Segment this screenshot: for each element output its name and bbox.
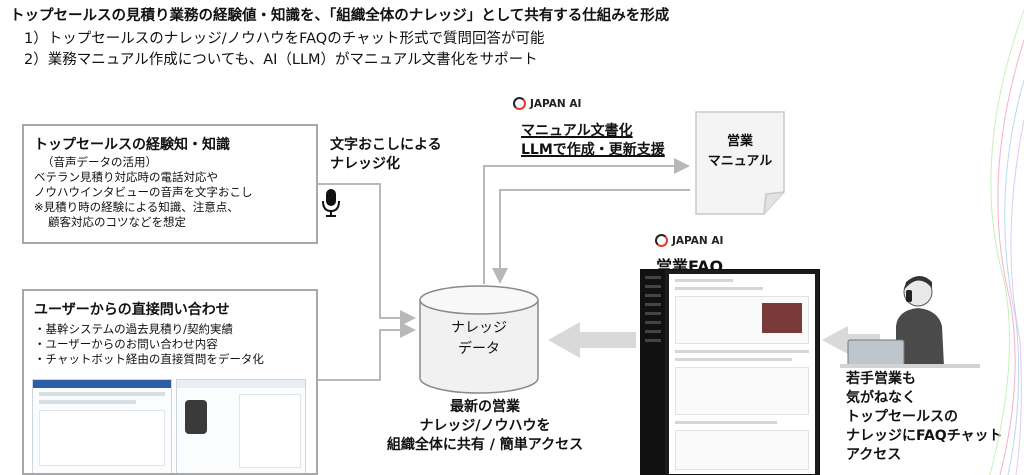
japan-ai-mark-icon <box>513 97 526 110</box>
block-arrow-faq-to-data <box>548 322 636 358</box>
source-box-voice: トップセールスの経験知・知識 （音声データの活用） ベテラン見積り対応時の電話対… <box>22 124 318 244</box>
knowledge-database-icon <box>419 285 539 394</box>
box2-title: ユーザーからの直接問い合わせ <box>34 302 230 318</box>
person-caption-line: アクセス <box>846 447 902 463</box>
transcription-label: 文字おこしによる ナレッジ化 <box>330 136 442 174</box>
decorative-lines <box>989 9 1024 475</box>
box2-line: ・ユーザーからのお問い合わせ内容 <box>34 337 218 351</box>
arrow-box2-to-data <box>318 322 416 381</box>
box1-line: ノウハウインタビューの音声を文字おこし <box>34 185 253 199</box>
point-2: 2）業務マニュアル作成についても、AI（LLM）がマニュアル文書化をサポート <box>24 52 538 68</box>
japan-ai-logo-text: JAPAN AI <box>672 234 724 247</box>
caption-line: 組織全体に共有 / 簡単アクセス <box>386 437 584 453</box>
knowledge-data-label: ナレッジ データ <box>418 318 540 360</box>
document-icon <box>695 111 785 215</box>
point-1: 1）トップセールスのナレッジ/ノウハウをFAQのチャット形式で質問回答が可能 <box>24 31 545 47</box>
person-caption-line: ナレッジにFAQチャット <box>846 428 1003 444</box>
manual-generation-label: マニュアル文書化 LLMで作成・更新支援 <box>521 122 665 160</box>
caption-line: ナレッジ/ノウハウを <box>419 418 551 434</box>
box2-line: ・基幹システムの過去見積り/契約実績 <box>34 322 234 336</box>
microphone-icon <box>322 189 340 217</box>
japan-ai-mark-icon <box>655 234 668 247</box>
sharing-caption: 最新の営業 ナレッジ/ノウハウを 組織全体に共有 / 簡単アクセス <box>360 398 610 455</box>
sales-manual-label: 営業 マニュアル <box>690 132 790 172</box>
caption-line: 最新の営業 <box>450 399 520 415</box>
box2-line: ・チャットボット経由の直接質問をデータ化 <box>34 352 264 366</box>
person-caption-line: トップセールスの <box>846 409 958 425</box>
slide-title: トップセールスの見積り業務の経験値・知識を、「組織全体のナレッジ」として共有する… <box>10 8 670 24</box>
manual-doc-line: 営業 <box>726 134 753 149</box>
box1-line: ベテラン見積り対応時の電話対応や <box>34 170 218 184</box>
database-line: データ <box>458 341 500 357</box>
arrow-data-to-manual <box>483 158 690 284</box>
faq-content <box>669 274 815 474</box>
faq-sidebar <box>641 270 665 474</box>
box1-title: トップセールスの経験知・知識 <box>34 137 230 153</box>
japan-ai-logo: JAPAN AI <box>513 97 581 110</box>
person-caption-line: 若手営業も <box>846 371 916 387</box>
source-box-inquiries: ユーザーからの直接問い合わせ ・基幹システムの過去見積り/契約実績 ・ユーザーか… <box>22 289 318 475</box>
salesperson-caption: 若手営業も 気がねなく トップセールスの ナレッジにFAQチャット アクセス <box>846 370 1003 465</box>
japan-ai-logo-text: JAPAN AI <box>530 97 582 110</box>
box1-line: ※見積り時の経験による知識、注意点、 <box>34 200 239 214</box>
transcription-label-line: ナレッジ化 <box>330 156 400 172</box>
manual-doc-line: マニュアル <box>707 154 773 169</box>
manual-label-line: LLMで作成・更新支援 <box>521 142 665 158</box>
manual-label-line: マニュアル文書化 <box>521 123 633 139</box>
person-caption-line: 気がねなく <box>846 390 916 406</box>
system-screenshot-thumbnail <box>32 379 172 473</box>
arrow-box1-to-data <box>318 183 416 326</box>
database-line: ナレッジ <box>451 320 507 336</box>
faq-app-screenshot <box>640 269 820 475</box>
arrow-manual-to-data <box>492 189 690 284</box>
chatbot-screenshot-thumbnail <box>176 379 306 473</box>
transcription-label-line: 文字おこしによる <box>330 137 442 153</box>
japan-ai-logo: JAPAN AI <box>655 234 723 247</box>
young-salesperson-illustration <box>840 276 980 368</box>
box1-subtitle: （音声データの活用） <box>42 155 157 169</box>
box1-line: 顧客対応のコツなどを想定 <box>48 215 186 229</box>
